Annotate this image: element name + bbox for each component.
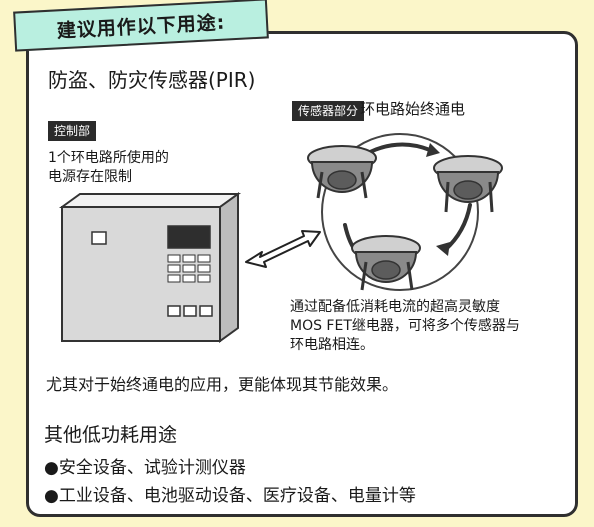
control-note-line: 1个环电路所使用的 bbox=[48, 150, 169, 166]
bullet-item: ●安全设备、试验计测仪器 bbox=[44, 458, 246, 478]
sensor-note-line: 通过配备低消耗电流的超高灵敏度 bbox=[290, 299, 500, 315]
link-arrow bbox=[245, 230, 321, 268]
sensor-note-line: MOS FET继电器，可将多个传感器与 bbox=[290, 318, 520, 334]
energy-note: 尤其对于始终通电的应用，更能体现其节能效果。 bbox=[46, 375, 399, 394]
sensor-tag: 传感器部分 bbox=[292, 101, 365, 121]
ring-text: 环电路始终通电 bbox=[360, 100, 466, 118]
sensor-top-left bbox=[307, 145, 377, 199]
other-uses-title: 其他低功耗用途 bbox=[44, 424, 178, 446]
bullet-item: ●工业设备、电池驱动设备、医疗设备、电量计等 bbox=[44, 486, 416, 506]
page-title: 防盗、防灾传感器(PIR) bbox=[48, 68, 256, 92]
sensor-note-line: 环电路相连。 bbox=[290, 337, 374, 353]
sensor-note: 通过配备低消耗电流的超高灵敏度 MOS FET继电器，可将多个传感器与 环电路相… bbox=[290, 298, 520, 355]
control-tag: 控制部 bbox=[48, 121, 97, 141]
control-panel bbox=[58, 192, 242, 343]
sensor-bottom bbox=[351, 235, 421, 291]
control-note-line: 电源存在限制 bbox=[48, 169, 132, 185]
control-note: 1个环电路所使用的 电源存在限制 bbox=[48, 149, 169, 187]
sensor-right bbox=[433, 155, 503, 213]
ring-circuit bbox=[321, 133, 479, 291]
